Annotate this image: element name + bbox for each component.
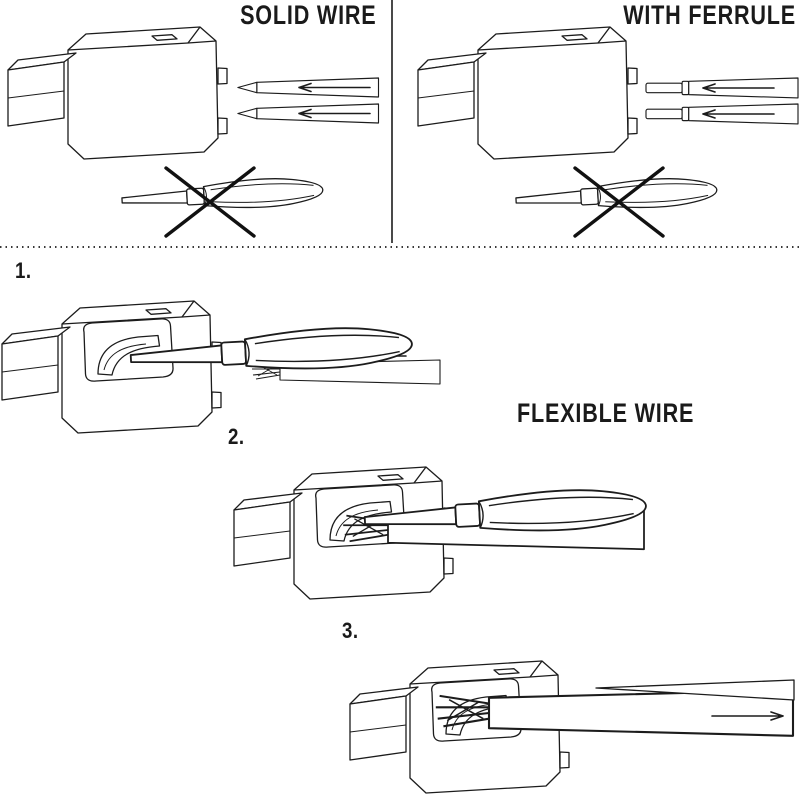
step-1-illustration: [2, 301, 441, 433]
step-3-number: 3.: [342, 618, 359, 643]
connector-illustration: [417, 26, 638, 160]
panel-solid-wire: [7, 26, 380, 238]
connector-illustration: [7, 26, 228, 160]
panel-with-ferrule: [417, 26, 799, 238]
connector-open-illustration: [2, 301, 221, 433]
step-2-illustration: [234, 467, 648, 599]
step-3-illustration: [350, 661, 795, 793]
screwdriver-icon: [514, 175, 719, 216]
with-ferrule-label: WITH FERRULE: [623, 0, 796, 30]
step-2-number: 2.: [228, 424, 245, 449]
screwdriver-blade-withdrawing-icon: [595, 679, 795, 701]
flexible-wire-label: FLEXIBLE WIRE: [517, 398, 695, 428]
solid-wire-label: SOLID WIRE: [239, 0, 376, 30]
step-1-number: 1.: [15, 258, 32, 283]
screwdriver-icon: [120, 175, 325, 216]
